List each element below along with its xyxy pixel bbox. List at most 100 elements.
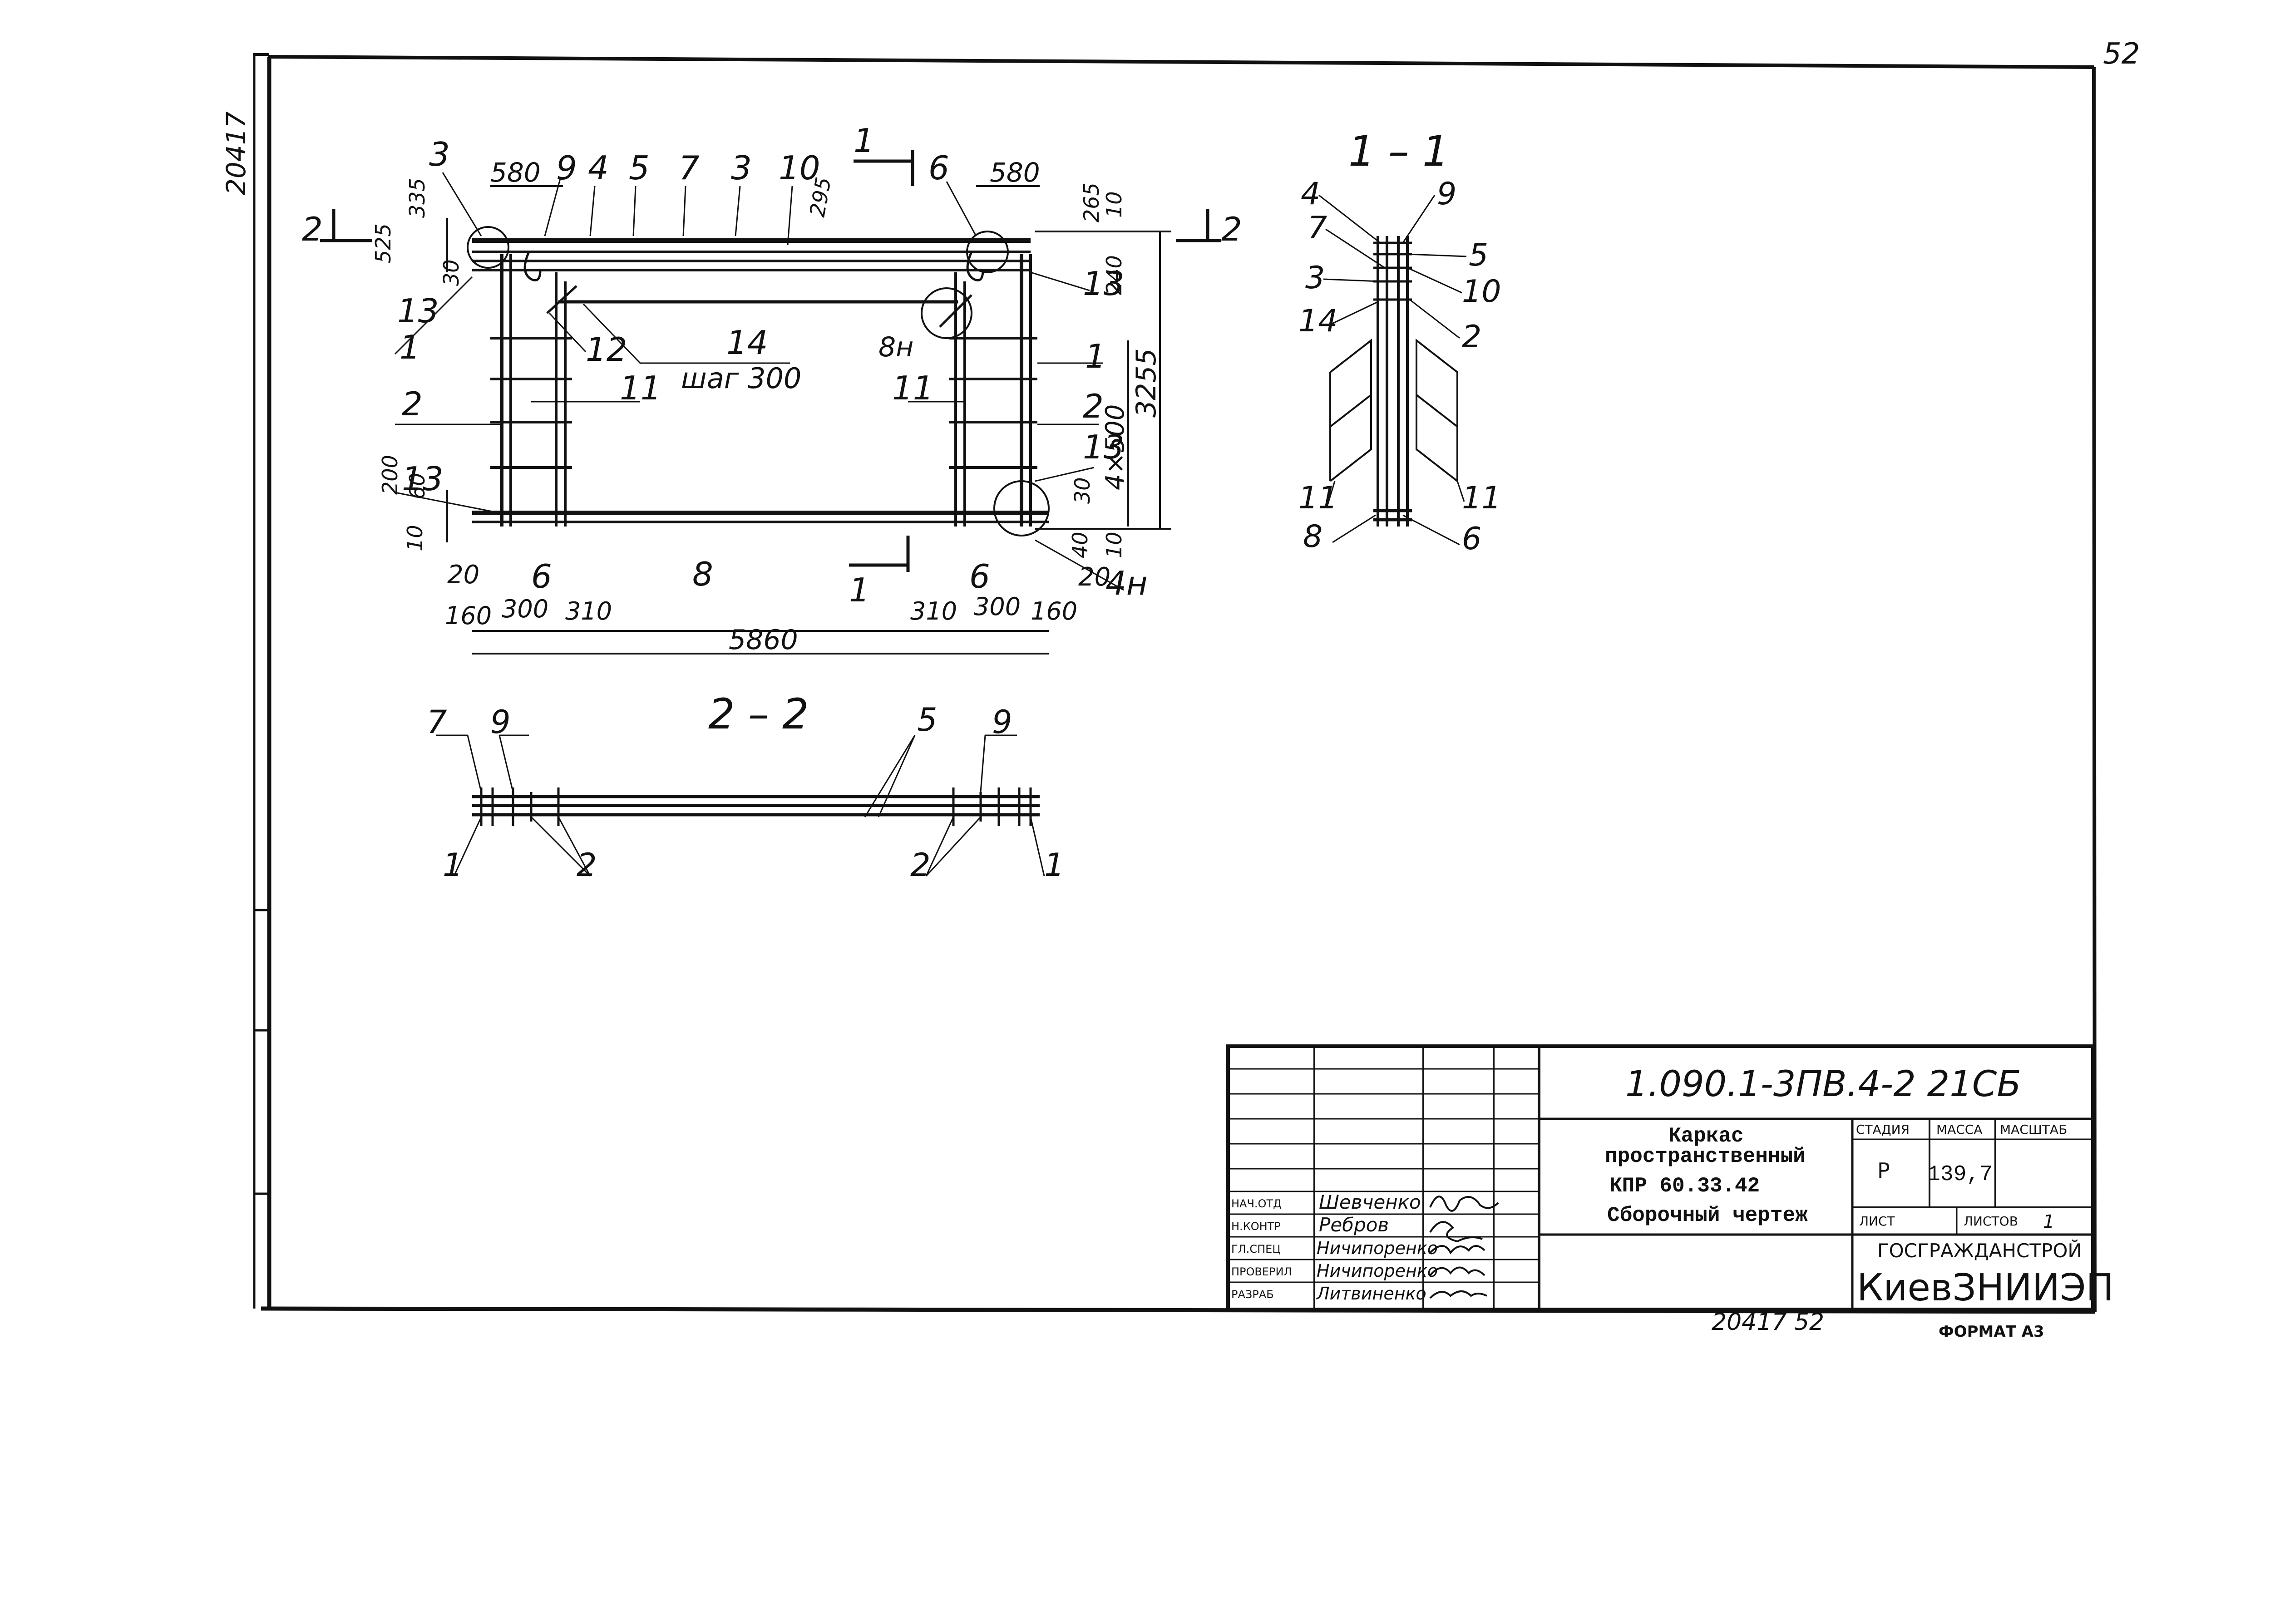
name-5: Литвиненко	[1316, 1284, 1426, 1304]
s22-callout-9-right: 9	[992, 704, 1012, 741]
col-scale: МАСШТАБ	[2000, 1122, 2067, 1137]
callout-top-7: 10	[779, 149, 820, 187]
step-label: шаг 300	[681, 362, 801, 395]
dim-top-left: 580	[490, 157, 541, 188]
org-line2: КиевЗНИИЭП	[1857, 1266, 2114, 1309]
main-view	[320, 150, 1221, 655]
dim-3255: 3255	[1130, 348, 1162, 418]
callout-left-2: 2	[402, 385, 423, 423]
callout-bottom-6-right: 6	[969, 557, 990, 595]
s11-callout-14: 14	[1298, 303, 1338, 339]
callout-bottom-20-right: 20	[1078, 562, 1110, 592]
org-line1: ГОСГРАЖДАНСТРОЙ	[1877, 1239, 2082, 1262]
callout-top-6: 3	[731, 149, 752, 187]
s22-callout-9-left: 9	[490, 704, 511, 741]
s22-callout-2-right: 2	[910, 846, 931, 884]
dim-left-525: 525	[371, 223, 395, 263]
section-1-1	[1318, 194, 1467, 546]
callout-bottom-8: 8	[692, 555, 713, 593]
callout-right-13a: 13	[1083, 265, 1125, 303]
s11-callout-2: 2	[1462, 319, 1481, 355]
s11-callout-8: 8	[1303, 519, 1323, 555]
col-mass: МАССА	[1936, 1122, 1983, 1137]
callout-bottom-20-left: 20	[447, 560, 479, 590]
dim-60: 60	[405, 472, 429, 499]
role-1: НАЧ.ОТД	[1231, 1197, 1282, 1210]
sheets-label: ЛИСТОВ	[1964, 1214, 2018, 1229]
section-2-2-title: 2 – 2	[708, 690, 809, 738]
dim-160-left: 160	[445, 601, 492, 630]
title-block	[1226, 1044, 2095, 1311]
callout-top-2: 9	[556, 149, 577, 187]
section-1-1-title: 1 – 1	[1348, 127, 1449, 176]
section-mark-1-bottom: 1	[849, 571, 870, 609]
s11-callout-11-left: 11	[1298, 480, 1338, 516]
name-2: Ребров	[1319, 1214, 1389, 1236]
callout-right-2: 2	[1083, 387, 1104, 425]
name-1: Шевченко	[1319, 1191, 1421, 1213]
name-4: Ничипоренко	[1317, 1261, 1438, 1281]
callout-14: 14	[726, 324, 768, 362]
s11-callout-3: 3	[1305, 260, 1325, 296]
s22-callout-1-right: 1	[1044, 846, 1065, 884]
s11-callout-4: 4	[1301, 176, 1320, 212]
s11-callout-6: 6	[1462, 521, 1481, 557]
section-2-2-labels: 2 – 2 7 9 5 9 1 2 2 1	[427, 690, 1065, 884]
role-3: ГЛ.СПЕЦ	[1231, 1243, 1281, 1255]
name-line4: Сборочный чертеж	[1607, 1204, 1808, 1227]
role-5: РАЗРАБ	[1231, 1288, 1274, 1301]
section-mark-2-left: 2	[302, 210, 323, 248]
dim-30-right: 30	[1070, 477, 1095, 504]
callout-11-right: 11	[892, 369, 934, 407]
s22-callout-1-left: 1	[443, 846, 463, 884]
s11-callout-5: 5	[1469, 237, 1488, 273]
name-3: Ничипоренко	[1317, 1238, 1438, 1258]
callout-8h: 8н	[878, 331, 913, 363]
dim-10-left: 10	[403, 525, 427, 551]
s11-callout-9: 9	[1437, 176, 1456, 212]
callout-right-1: 1	[1085, 337, 1106, 375]
side-stamp: 20417	[221, 111, 252, 195]
callout-right-13b: 13	[1083, 428, 1125, 466]
section-mark-2-right: 2	[1221, 210, 1242, 248]
main-view-labels: 2 2 1 1 580 580 3 9 4 5 7 3 10 6 295 265…	[302, 122, 1242, 656]
dim-top-right: 580	[990, 157, 1040, 188]
callout-top-3: 4	[588, 149, 609, 187]
sheet-frame	[253, 53, 2097, 1314]
format-label: ФОРМАТ А3	[1939, 1323, 2044, 1341]
title-block-text: 1.090.1-3ПВ.4-2 21СБ Каркас пространстве…	[1231, 1064, 2114, 1309]
section-1-1-labels: 1 – 1 4 7 3 14 11 8 9 5 10 2 11 6	[1298, 127, 1501, 557]
page-number: 52	[2103, 37, 2140, 71]
s22-callout-7: 7	[427, 704, 447, 741]
dim-310-left: 310	[565, 597, 612, 625]
name-line1: Каркас	[1668, 1124, 1744, 1148]
callout-12: 12	[586, 330, 627, 369]
callout-top-1: 3	[429, 135, 450, 173]
dim-160-right: 160	[1031, 597, 1077, 625]
callout-left-13b: 13	[402, 460, 444, 498]
dim-left-30: 30	[439, 259, 464, 286]
dim-right-265: 265	[1079, 182, 1104, 222]
s22-callout-5: 5	[917, 701, 938, 738]
role-2: Н.КОНТР	[1231, 1220, 1281, 1233]
s11-callout-11-right: 11	[1462, 480, 1501, 516]
signatures	[1429, 1196, 1499, 1299]
name-line3: КПР 60.33.42	[1609, 1174, 1760, 1198]
dim-310-right: 310	[910, 597, 957, 625]
dim-10-right: 10	[1102, 531, 1126, 558]
callout-bottom-6-left: 6	[531, 557, 552, 595]
callout-top-5: 7	[679, 149, 700, 187]
callout-4h: 4н	[1105, 564, 1148, 602]
callout-top-8: 6	[928, 149, 949, 187]
dim-300-left: 300	[502, 595, 548, 623]
sheet-label: ЛИСТ	[1859, 1214, 1895, 1229]
stage-value: Р	[1877, 1158, 1890, 1183]
s22-callout-2-left: 2	[577, 846, 597, 884]
dim-40: 40	[1068, 531, 1092, 558]
role-4: ПРОВЕРИЛ	[1231, 1265, 1292, 1278]
mass-value: 139,7	[1927, 1162, 1993, 1187]
dim-5860: 5860	[729, 624, 798, 656]
dim-300-right: 300	[974, 592, 1021, 621]
